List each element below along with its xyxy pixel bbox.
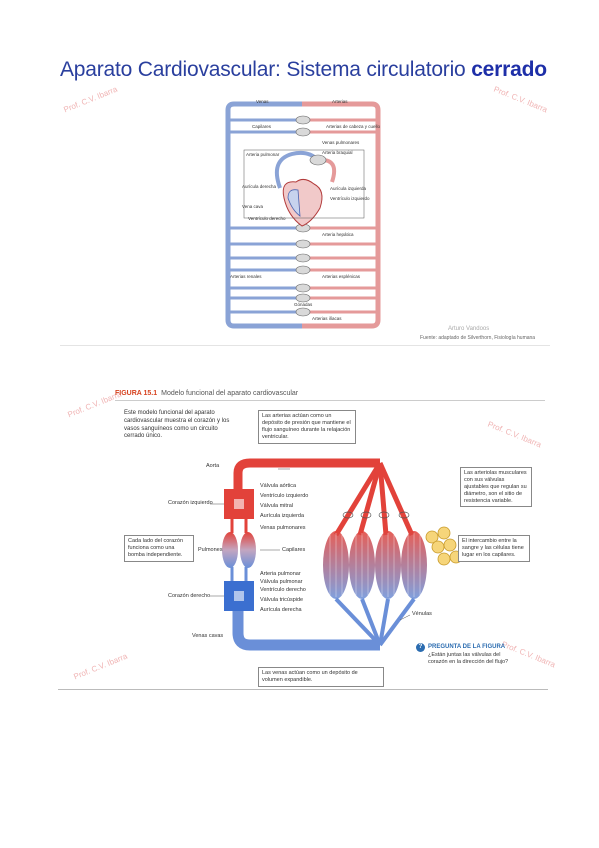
label-ventriculo-izquierdo: Ventrículo izquierdo [330, 196, 370, 201]
label-valvula-aortica: Válvula aórtica [260, 483, 297, 489]
label-arteria-hepatica: Arteria hepática [322, 232, 354, 237]
label-arteria-braquial: Arteria braquial [322, 150, 353, 155]
title-bold: cerrado [471, 58, 547, 81]
label-arterias: Arterias [332, 99, 348, 104]
intro-text: Este modelo funcional del aparato cardio… [124, 410, 230, 440]
label-vena-cava: Vena cava [242, 204, 264, 209]
label-aorta: Aorta [206, 463, 220, 469]
figure1-source: Fuente: adaptado de Silverthorn, Fisiolo… [420, 335, 536, 341]
label-pulmones: Pulmones [198, 547, 223, 553]
label-valvula-tricuspide: Válvula tricúspide [260, 597, 304, 603]
figure2-bottom-rule [58, 689, 548, 690]
label-arteria-pulmonar: Arteria pulmonar [260, 571, 301, 577]
label-ventriculo-derecho: Ventrículo derecho [248, 216, 286, 221]
title-regular: Aparato Cardiovascular: Sistema circulat… [60, 58, 466, 81]
figure2-caption: Modelo funcional del aparato cardiovascu… [161, 390, 299, 397]
label-valvula-mitral: Válvula mitral [260, 503, 294, 509]
question-title: PREGUNTA DE LA FIGURA [428, 644, 506, 650]
cardiovascular-model-diagram [210, 458, 463, 651]
figure1-credit: Arturo Vandoos [448, 326, 490, 332]
figure2-rule [115, 400, 545, 401]
label-corazon-derecho: Corazón derecho [168, 593, 211, 599]
label-gonadas: Gónadas [294, 302, 313, 307]
label-arterias-renales: Arterias renales [230, 274, 262, 279]
cardiovascular-model-figure: Este modelo funcional del aparato cardio… [110, 405, 550, 687]
circulation-schematic-figure: Venas Arterias Capilares Arterias de cab… [222, 98, 387, 330]
question-icon: ? [416, 643, 425, 652]
circulation-schematic-diagram [222, 98, 387, 330]
label-ventriculo-izquierdo: Ventrículo izquierdo [260, 493, 309, 499]
veins-volume-box: Las venas actúan como un depósito de vol… [258, 667, 384, 687]
label-venulas: Vénulas [412, 611, 432, 617]
watermark: Prof. C.V. Ibarra [492, 84, 549, 115]
label-ventriculo-derecho: Ventrículo derecho [260, 587, 306, 593]
independent-pumps-box: Cada lado del corazón funciona como una … [124, 535, 194, 562]
watermark: Prof. C.V. Ibarra [62, 84, 119, 115]
label-arterias-iliacas: Arterias ilíacas [312, 316, 342, 321]
label-valvula-pulmonar: Válvula pulmonar [260, 579, 303, 585]
arteries-pressure-box: Las arterias actúan como un depósito de … [258, 410, 356, 444]
label-corazon-izquierdo: Corazón izquierdo [168, 500, 213, 506]
label-arteria-pulmonar: Arteria pulmonar [246, 152, 280, 157]
label-auricula-izquierda: Aurícula izquierda [260, 513, 305, 519]
figure2-number: FIGURA 15.1 [115, 390, 158, 397]
label-venas: Venas [256, 99, 269, 104]
label-capilares: Capilares [282, 547, 306, 553]
label-arterias-esplenicas: Arterias esplénicas [322, 274, 361, 279]
page-title: Aparato Cardiovascular: Sistema circulat… [60, 58, 550, 82]
label-auricula-derecha: Aurícula derecha [260, 607, 302, 613]
question-text: ¿Están juntas las válvulas del corazón e… [428, 652, 509, 666]
label-venas-pulmonares: Venas pulmonares [260, 525, 306, 531]
label-venas-cavas: Venas cavas [192, 633, 224, 639]
label-auricula-derecha: Aurícula derecha [242, 184, 277, 189]
label-capilares: Capilares [252, 124, 272, 129]
arterioles-resistance-box: Las arteriolas musculares con sus válvul… [460, 467, 532, 508]
label-auricula-izquierda: Aurícula izquierda [330, 186, 367, 191]
caption-strip [60, 345, 550, 351]
label-venas-pulmonares: Venas pulmonares [322, 140, 360, 145]
label-arterias-cabeza: Arterias de cabeza y cuello [326, 124, 381, 129]
capillary-exchange-box: El intercambio entre la sangre y las cél… [458, 535, 530, 562]
